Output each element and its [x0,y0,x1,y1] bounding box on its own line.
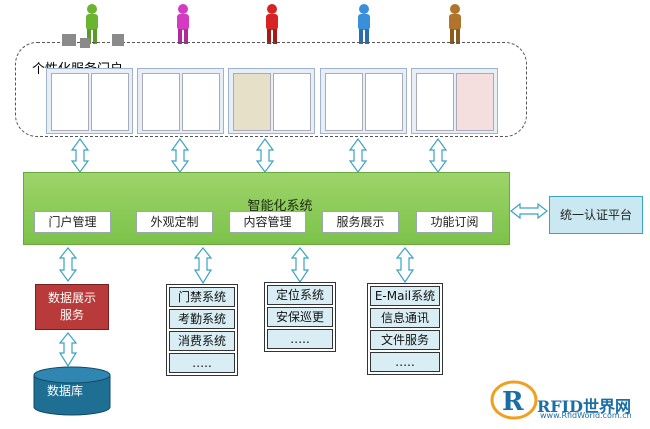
subsystem-group-location: 定位系统 安保巡更 ….. [264,282,336,352]
logo-icon: R [490,380,538,420]
portal-screen [228,68,315,134]
portal-screen [137,68,224,134]
database-icon [33,366,111,416]
service-label-line1: 数据展示 [47,291,96,305]
system-title: 智能化系统 [247,199,313,214]
list-item: 门禁系统 [169,287,235,307]
list-item: E-Mail系统 [370,286,440,306]
list-item: ….. [267,329,333,349]
logo-text: RFID世界网 [537,397,632,416]
portal-decor [62,34,76,46]
svg-text:R: R [502,387,524,417]
portal-decor [112,34,124,46]
list-item: 安保巡更 [267,307,333,327]
list-item: 信息通讯 [370,308,440,328]
module-portal-management[interactable]: 门户管理 [34,211,111,233]
unified-auth-platform: 统一认证平台 [549,196,643,234]
portal-screen [46,68,133,134]
user-icon [86,4,98,44]
user-icon [449,4,461,44]
portal-decor [80,38,90,48]
module-service-display[interactable]: 服务展示 [322,211,399,233]
portal-screen [320,68,407,134]
database-label: 数据库 [47,384,84,398]
logo-url: www.RfidWorld.com.cn [540,411,632,420]
user-figures [86,4,461,44]
module-function-subscription[interactable]: 功能订阅 [416,211,493,233]
module-appearance-customization[interactable]: 外观定制 [136,211,213,233]
list-item: 消费系统 [169,331,235,351]
portal-screen [411,68,498,134]
user-icon [177,4,189,44]
list-item: 文件服务 [370,330,440,350]
subsystem-group-access: 门禁系统 考勤系统 消费系统 ….. [166,284,238,376]
list-item: 考勤系统 [169,309,235,329]
user-icon [266,4,278,44]
subsystem-group-communication: E-Mail系统 信息通讯 文件服务 ….. [367,283,443,375]
portal-frame [15,42,527,137]
data-display-service: 数据展示 服务 [35,284,109,330]
module-content-management[interactable]: 内容管理 [229,211,306,233]
service-label-line2: 服务 [59,308,84,322]
user-icon [358,4,370,44]
list-item: ….. [169,353,235,373]
list-item: ….. [370,352,440,372]
list-item: 定位系统 [267,285,333,305]
